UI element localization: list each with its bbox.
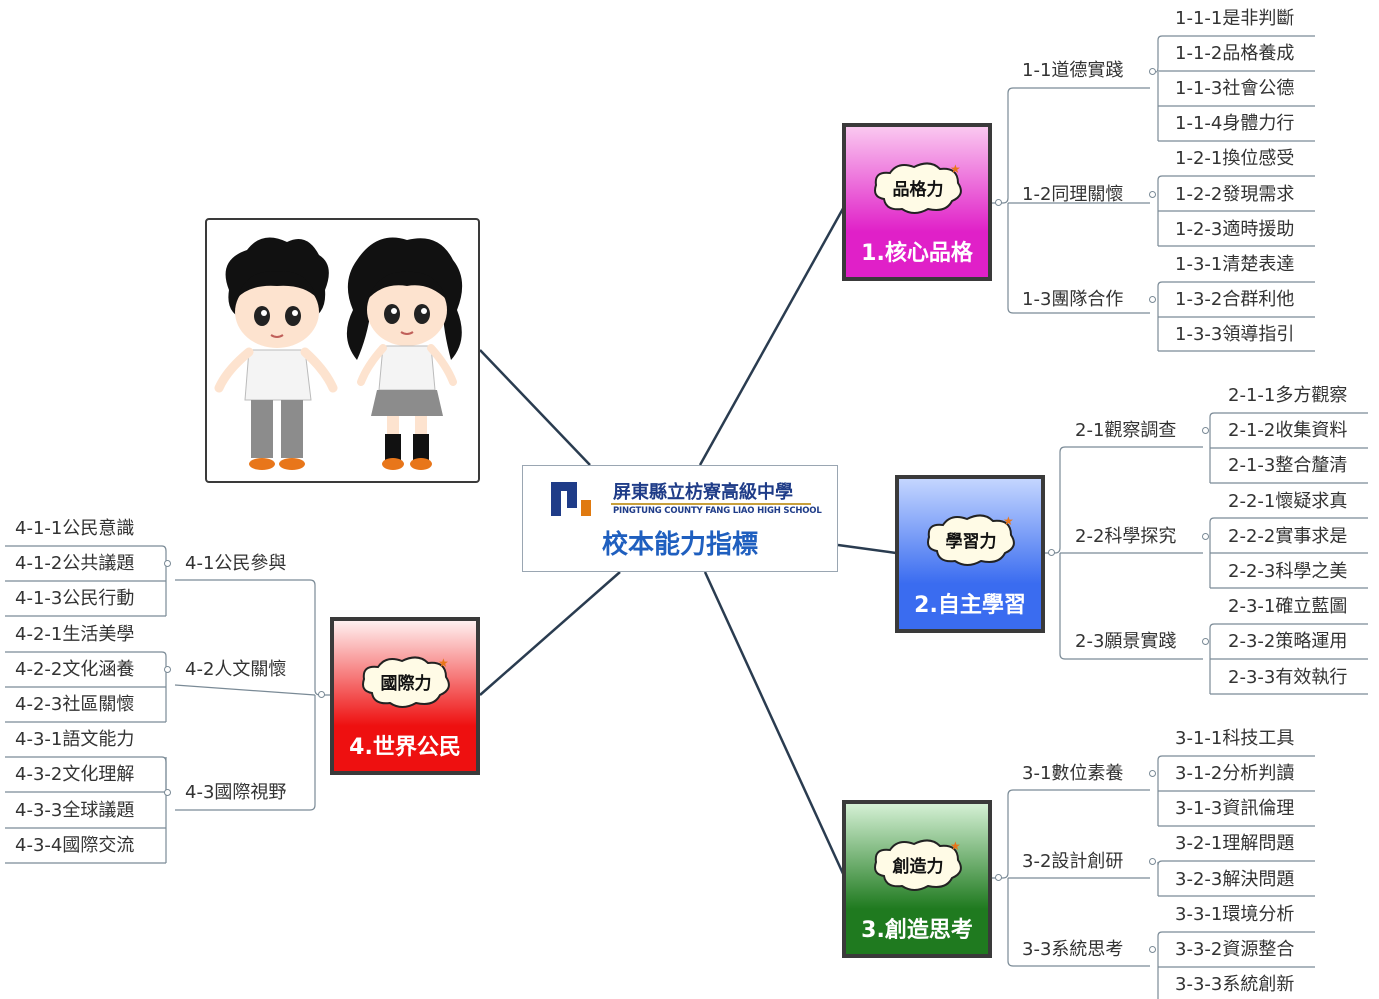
boy-mascot [214, 237, 338, 470]
collapse-dot[interactable] [318, 691, 325, 698]
collapse-dot[interactable] [1202, 533, 1209, 540]
collapse-dot[interactable] [1149, 191, 1156, 198]
girl-mascot [346, 237, 463, 470]
branch-4-1[interactable]: 4-1公民參與 [185, 553, 287, 574]
leaf-3-2-3[interactable]: 3-2-3解決問題 [1175, 869, 1295, 890]
cloud-badge-icon: 創造力 ★ [874, 839, 962, 891]
leaf-3-3-2[interactable]: 3-3-2資源整合 [1175, 939, 1295, 960]
leaf-2-3-1[interactable]: 2-3-1確立藍圖 [1228, 596, 1348, 617]
branch-4-3[interactable]: 4-3國際視野 [185, 782, 287, 803]
hub-title: 2.自主學習 [914, 593, 1026, 618]
badge-text: 品格力 [893, 179, 944, 200]
school-name: 屏東縣立枋寮高級中學 [613, 482, 793, 503]
hub-title: 3.創造思考 [861, 918, 973, 943]
topic-self-learning[interactable]: 學習力 ★ 2.自主學習 [895, 475, 1045, 633]
collapse-dot[interactable] [1149, 858, 1156, 865]
mascot-illustration [214, 237, 463, 470]
leaf-2-1-3[interactable]: 2-1-3整合釐清 [1228, 455, 1348, 476]
leaf-1-2-2[interactable]: 1-2-2發現需求 [1175, 184, 1295, 205]
leaf-4-1-1[interactable]: 4-1-1公民意識 [15, 518, 135, 539]
star-icon: ★ [950, 162, 961, 176]
leaf-3-2-1[interactable]: 3-2-1理解問題 [1175, 833, 1295, 854]
hub-title: 1.核心品格 [861, 241, 973, 266]
leaf-2-2-2[interactable]: 2-2-2實事求是 [1228, 526, 1348, 547]
leaf-2-3-3[interactable]: 2-3-3有效執行 [1228, 667, 1348, 688]
topic-core-character[interactable]: 品格力 ★ 1.核心品格 [842, 123, 992, 281]
collapse-dot[interactable] [1202, 638, 1209, 645]
star-icon: ★ [1003, 514, 1014, 528]
leaf-4-2-1[interactable]: 4-2-1生活美學 [15, 624, 135, 645]
collapse-dot[interactable] [1149, 68, 1156, 75]
school-name-rule [611, 503, 811, 505]
leaf-3-1-3[interactable]: 3-1-3資訊倫理 [1175, 798, 1295, 819]
school-logo-icon [551, 482, 591, 516]
branch-2-1[interactable]: 2-1觀察調查 [1075, 420, 1177, 441]
leaf-3-3-1[interactable]: 3-3-1環境分析 [1175, 904, 1295, 925]
leaf-1-3-1[interactable]: 1-3-1清楚表達 [1175, 254, 1295, 275]
star-icon: ★ [438, 656, 449, 670]
collapse-dot[interactable] [1202, 427, 1209, 434]
cloud-badge-icon: 國際力 ★ [362, 656, 450, 708]
badge-text: 創造力 [892, 856, 944, 877]
topic-global-citizen[interactable]: 國際力 ★ 4.世界公民 [330, 617, 480, 775]
star-icon: ★ [950, 839, 961, 853]
hub-title: 4.世界公民 [349, 735, 461, 760]
leaf-1-2-3[interactable]: 1-2-3適時援助 [1175, 219, 1295, 240]
leaf-3-1-1[interactable]: 3-1-1科技工具 [1175, 728, 1295, 749]
cloud-badge-icon: 品格力 ★ [874, 162, 962, 214]
leaf-2-1-2[interactable]: 2-1-2收集資料 [1228, 420, 1348, 441]
leaf-4-3-2[interactable]: 4-3-2文化理解 [15, 764, 135, 785]
branch-1-2[interactable]: 1-2同理關懷 [1022, 184, 1124, 205]
branch-1-3[interactable]: 1-3團隊合作 [1022, 289, 1124, 310]
leaf-1-1-2[interactable]: 1-1-2品格養成 [1175, 43, 1295, 64]
leaf-1-1-1[interactable]: 1-1-1是非判斷 [1175, 8, 1295, 29]
leaf-4-2-2[interactable]: 4-2-2文化涵養 [15, 659, 135, 680]
leaf-2-1-1[interactable]: 2-1-1多方觀察 [1228, 385, 1348, 406]
leaf-4-2-3[interactable]: 4-2-3社區關懷 [15, 694, 135, 715]
leaf-1-2-1[interactable]: 1-2-1換位感受 [1175, 148, 1295, 169]
branch-1-1[interactable]: 1-1道德實踐 [1022, 60, 1124, 81]
branch-4-2[interactable]: 4-2人文關懷 [185, 659, 287, 680]
collapse-dot[interactable] [164, 560, 171, 567]
collapse-dot[interactable] [995, 874, 1002, 881]
cloud-badge-icon: 學習力 ★ [927, 514, 1015, 566]
collapse-dot[interactable] [995, 199, 1002, 206]
collapse-dot[interactable] [1048, 549, 1055, 556]
leaf-3-1-2[interactable]: 3-1-2分析判讀 [1175, 763, 1295, 784]
central-topic[interactable]: 屏東縣立枋寮高級中學 PINGTUNG COUNTY FANG LIAO HIG… [522, 465, 838, 572]
leaf-4-3-3[interactable]: 4-3-3全球議題 [15, 800, 135, 821]
leaf-1-1-3[interactable]: 1-1-3社會公德 [1175, 78, 1295, 99]
leaf-3-3-3[interactable]: 3-3-3系統創新 [1175, 974, 1295, 995]
branch-3-3[interactable]: 3-3系統思考 [1022, 939, 1124, 960]
leaf-4-1-2[interactable]: 4-1-2公共議題 [15, 553, 135, 574]
mascot-picture [205, 218, 480, 483]
leaf-2-3-2[interactable]: 2-3-2策略運用 [1228, 631, 1348, 652]
collapse-dot[interactable] [1149, 946, 1156, 953]
leaf-4-3-1[interactable]: 4-3-1語文能力 [15, 729, 135, 750]
school-name-en: PINGTUNG COUNTY FANG LIAO HIGH SCHOOL [613, 506, 822, 516]
leaf-4-3-4[interactable]: 4-3-4國際交流 [15, 835, 135, 856]
branch-2-3[interactable]: 2-3願景實踐 [1075, 631, 1177, 652]
badge-text: 國際力 [381, 673, 432, 694]
central-title: 校本能力指標 [601, 530, 758, 560]
branch-3-1[interactable]: 3-1數位素養 [1022, 763, 1124, 784]
leaf-4-1-3[interactable]: 4-1-3公民行動 [15, 588, 135, 609]
branch-3-2[interactable]: 3-2設計創研 [1022, 851, 1124, 872]
collapse-dot[interactable] [164, 789, 171, 796]
leaf-2-2-3[interactable]: 2-2-3科學之美 [1228, 561, 1348, 582]
leaf-1-3-2[interactable]: 1-3-2合群利他 [1175, 289, 1295, 310]
topic-creative-thinking[interactable]: 創造力 ★ 3.創造思考 [842, 800, 992, 958]
leaf-1-3-3[interactable]: 1-3-3領導指引 [1175, 324, 1295, 345]
badge-text: 學習力 [946, 531, 997, 552]
leaf-1-1-4[interactable]: 1-1-4身體力行 [1175, 113, 1295, 134]
leaf-2-2-1[interactable]: 2-2-1懷疑求真 [1228, 491, 1348, 512]
collapse-dot[interactable] [1149, 770, 1156, 777]
branch-2-2[interactable]: 2-2科學探究 [1075, 526, 1177, 547]
collapse-dot[interactable] [164, 666, 171, 673]
collapse-dot[interactable] [1149, 296, 1156, 303]
